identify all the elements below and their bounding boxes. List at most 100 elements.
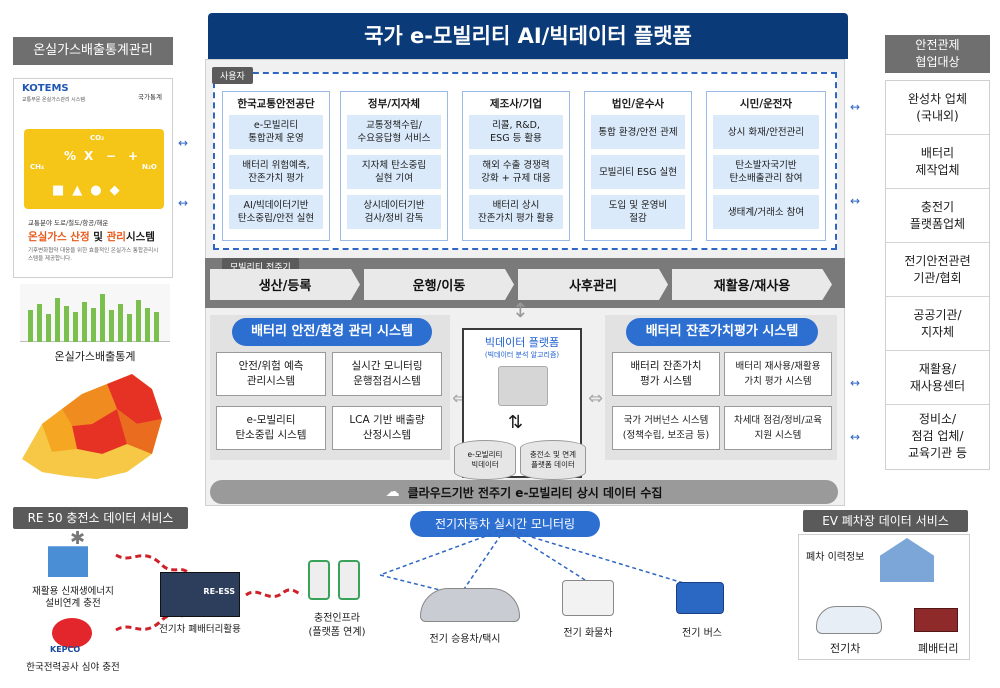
ev-scrap-header: EV 폐차장 데이터 서비스 [803, 510, 968, 532]
charger-icon-2 [338, 560, 360, 600]
left-panel-header: 온실가스배출통계관리 [13, 37, 173, 65]
monitoring-title: 전기자동차 실시간 모니터링 [410, 511, 600, 537]
korea-heat-map [22, 374, 162, 479]
right-arrow-1: ↔ [850, 100, 861, 114]
partner-item: 충전기 플랫폼업체 [886, 189, 989, 243]
user-column-head: 시민/운전자 [739, 98, 793, 110]
user-cell: 탄소발자국기반 탄소배출관리 참여 [713, 155, 819, 189]
renewable-icon [48, 546, 88, 577]
right-panel-list: 완성차 업체 (국내외) 배터리 제작업체 충전기 플랫폼업체 전기안전관련 기… [885, 80, 990, 470]
co2-symbol: CO₂ [90, 134, 105, 142]
value-system-box: 배터리 재사용/재활용 가치 평가 시스템 [724, 352, 832, 396]
ch4-symbol: CH₄ [30, 163, 45, 171]
user-column-manufacturer: 제조사/기업 리콜, R&D, ESG 등 활용 해외 수출 경쟁력 강화 + … [462, 91, 570, 241]
scrapped-battery-icon [914, 608, 958, 632]
db-cylinder-left: e-모빌리티 빅데이터 [454, 440, 516, 480]
user-column-transport: 법인/운수사 통합 환경/안전 관제 모빌리티 ESG 실현 도입 및 운영비 … [584, 91, 692, 241]
cloud-icon: ☁ [385, 484, 400, 500]
value-system-box: 국가 거버넌스 시스템 (정책수립, 보조금 등) [612, 406, 720, 450]
platform-title: 국가 e-모빌리티 AI/빅데이터 플랫폼 [208, 13, 848, 59]
emission-bar-chart [20, 284, 170, 342]
bigdata-subtitle: (빅데이터 분석 알고리즘) [484, 351, 560, 359]
n2o-symbol: N₂O [142, 163, 157, 171]
kepco-label: 한국전력공사 심야 충전 [26, 662, 120, 673]
cloud-collection-bar: ☁ 클라우드기반 전주기 e-모빌리티 상시 데이터 수집 [210, 480, 838, 504]
right-arrow-3: ↔ [850, 376, 861, 390]
charger-caption: 충전인프라 (플랫폼 연계) [308, 613, 366, 638]
user-column-head: 한국교통안전공단 [237, 98, 315, 110]
user-column-citizen: 시민/운전자 상시 화재/안전관리 탄소발자국기반 탄소배출관리 참여 생태계/… [706, 91, 826, 241]
kepco-logo-icon [52, 618, 92, 648]
bar-chart-graphic [28, 294, 159, 342]
vehicle-label: 전기 버스 [682, 628, 722, 639]
user-cell: 해외 수출 경쟁력 강화 + 규제 대응 [469, 155, 563, 189]
user-cell: 상시 화재/안전관리 [713, 115, 819, 149]
right-panel-header: 안전관제 협업대상 [885, 35, 990, 73]
vehicle-label: 전기 화물차 [563, 628, 613, 639]
server-icon [498, 366, 548, 406]
user-cell: 상시데이터기반 검사/정비 감독 [347, 195, 441, 229]
kotems-desc-small: 교통분야 도로/철도/항공/해운 [28, 219, 109, 227]
battery-safety-title: 배터리 안전/환경 관리 시스템 [232, 318, 432, 346]
left-arrow-1: ↔ [178, 136, 189, 150]
user-cell: 생태계/거래소 참여 [713, 195, 819, 229]
user-cell: 도입 및 운영비 절감 [591, 195, 685, 229]
kotems-panel: KOTEMS 교통부문 온실가스관리 시스템 국가통계 CO₂ % X − + … [13, 78, 173, 278]
db-cylinder-right: 충전소 및 연계 플랫폼 데이터 [520, 440, 586, 480]
stage-production: 생산/등록 [210, 269, 360, 300]
battery-value-title: 배터리 잔존가치평가 시스템 [626, 318, 818, 346]
updown-arrow-top: ↕ [512, 298, 529, 322]
user-cell: 통합 환경/안전 관제 [591, 115, 685, 149]
user-column-head: 제조사/기업 [489, 98, 543, 110]
user-cell: e-모빌리티 통합관제 운영 [229, 115, 323, 149]
plus-symbol: + [128, 149, 139, 163]
cloud-bar-label: 클라우드기반 전주기 e-모빌리티 상시 데이터 수집 [407, 485, 663, 500]
partner-item: 배터리 제작업체 [886, 135, 989, 189]
bigdata-title: 빅데이터 플랫폼 [484, 336, 560, 349]
user-column-kotsa: 한국교통안전공단 e-모빌리티 통합관제 운영 배터리 위험예측, 잔존가치 평… [222, 91, 330, 241]
user-column-government: 정부/지자체 교통정책수립/ 수요응답형 서비스 지자체 탄소중립 실현 기여 … [340, 91, 448, 241]
safety-system-box: e-모빌리티 탄소중립 시스템 [216, 406, 326, 450]
power-link-lines [115, 553, 190, 632]
scrapped-ev-icon [816, 606, 882, 634]
right-system-arrow: ⇔ [588, 388, 604, 409]
partner-item: 정비소/ 점검 업체/ 교육기관 등 [907, 411, 967, 460]
kotems-subtitle: 교통부문 온실가스관리 시스템 [22, 97, 85, 103]
renewable-label: 재활용 신재생에너지 설비연계 충전 [32, 586, 114, 609]
db-left-label: e-모빌리티 빅데이터 [467, 450, 503, 469]
user-cell: AI/빅데이터기반 탄소중립/안전 실현 [229, 195, 323, 229]
user-cell: 교통정책수립/ 수요응답형 서비스 [347, 115, 441, 149]
kotems-logo: KOTEMS [22, 83, 69, 94]
ev-label: 전기차 [830, 642, 861, 655]
sync-icon: ⇅ [508, 412, 524, 433]
users-tag: 사용자 [212, 67, 253, 84]
ess-cabinet: RE-ESS [160, 572, 240, 617]
desc-and: 및 [93, 231, 103, 243]
partner-item: 완성차 업체 (국내외) [886, 81, 989, 135]
ev-truck-icon [562, 580, 614, 616]
kepco-logo-text: KEPCO [50, 645, 81, 654]
desc-system: 시스템 [125, 231, 155, 243]
times-symbol: X [84, 149, 94, 163]
ev-car-icon [420, 588, 520, 622]
right-arrow-2: ↔ [850, 194, 861, 208]
vehicle-label: 전기 승용차/택시 [429, 634, 501, 645]
user-cell: 배터리 위험예측, 잔존가치 평가 [229, 155, 323, 189]
desc-ghg-calc: 온실가스 산정 [28, 231, 90, 243]
stage-aftercare: 사후관리 [518, 269, 668, 300]
percent-symbol: % [64, 149, 77, 163]
desc-manage: 관리 [106, 231, 126, 243]
partner-item: 공공기관/ 지자체 [886, 297, 989, 351]
emission-stats-caption: 온실가스배출통계 [54, 350, 136, 363]
symbol-board: CO₂ % X − + CH₄ N₂O ■▲●◆ [24, 129, 164, 209]
stage-recycle: 재활용/재사용 [672, 269, 832, 300]
national-stats-label: 국가통계 [138, 93, 162, 101]
ev-bus-icon [676, 582, 724, 614]
right-arrow-4: ↔ [850, 430, 861, 444]
wind-turbine-icon: ✱ [70, 528, 86, 549]
user-column-head: 정부/지자체 [367, 98, 421, 110]
value-system-box: 차세대 점검/정비/교육 지원 시스템 [724, 406, 832, 450]
partner-item: 전기안전관련 기관/협회 [886, 243, 989, 297]
transport-icons: ■▲●◆ [52, 183, 128, 198]
monitoring-links [379, 528, 691, 596]
